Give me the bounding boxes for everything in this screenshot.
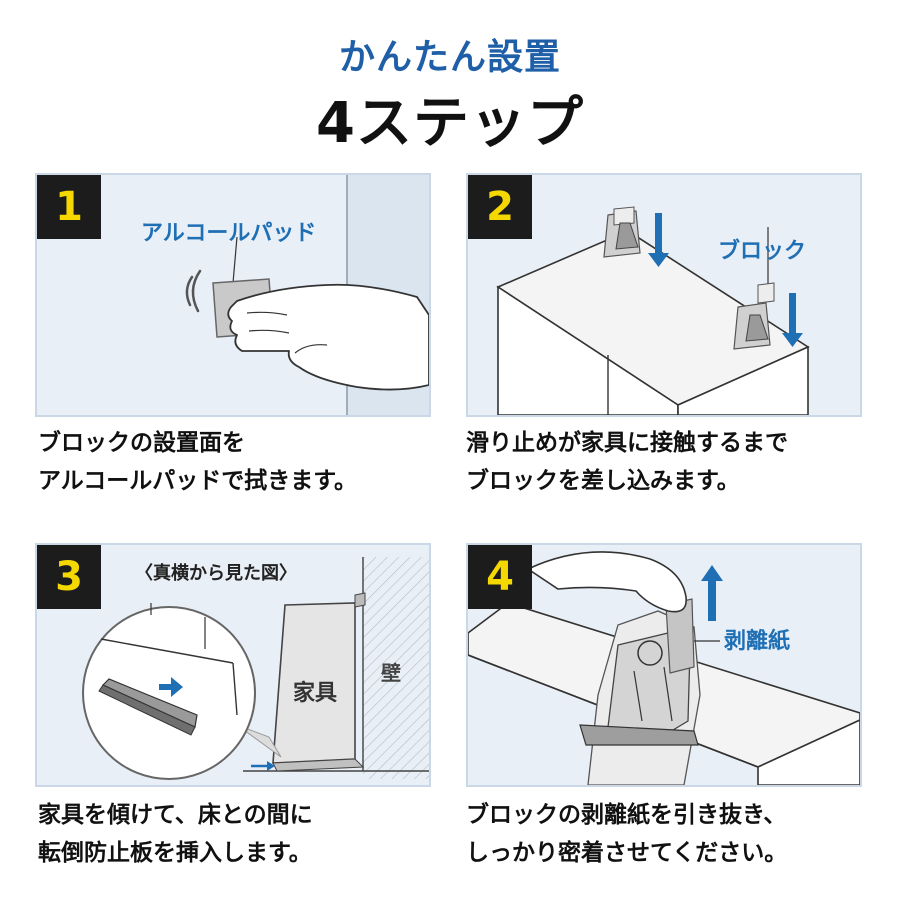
- alcohol-pad-label: アルコールパッド: [141, 221, 317, 246]
- step-1-number: 1: [37, 175, 101, 239]
- step-3-caption-line-1: 家具を傾けて、床との間に: [38, 802, 313, 828]
- step-4-illustration: [468, 551, 860, 785]
- block-label: ブロック: [718, 239, 807, 264]
- step-1-caption-line-2: アルコールパッドで拭きます。: [38, 468, 358, 494]
- step-2-number: 2: [468, 175, 532, 239]
- step-2-caption: 滑り止めが家具に接触するまで ブロックを差し込みます。: [466, 424, 788, 500]
- step-2-illustration: [496, 206, 810, 415]
- step-4-panel: 4 剥離紙: [466, 543, 862, 787]
- step-2-caption-line-2: ブロックを差し込みます。: [466, 468, 740, 494]
- step-3-caption-line-2: 転倒防止板を挿入します。: [38, 840, 312, 866]
- step-1-panel: 1 アルコールパッド: [35, 173, 431, 417]
- wall-label: 壁: [381, 661, 401, 685]
- step-3-caption: 家具を傾けて、床との間に 転倒防止板を挿入します。: [38, 796, 313, 872]
- step-3-number: 3: [37, 545, 101, 609]
- step-4-caption: ブロックの剥離紙を引き抜き、 しっかり密着させてください。: [466, 796, 787, 872]
- step-3-panel: 3 〈真横から見た図〉 家具 壁: [35, 543, 431, 787]
- step-2-panel: 2 ブロック: [466, 173, 862, 417]
- step-2-caption-line-1: 滑り止めが家具に接触するまで: [466, 430, 788, 456]
- step-1-caption: ブロックの設置面を アルコールパッドで拭きます。: [38, 424, 357, 500]
- subtitle: かんたん設置: [338, 37, 561, 78]
- step-4-caption-line-1: ブロックの剥離紙を引き抜き、: [466, 802, 787, 828]
- step-3-illustration: [82, 557, 429, 780]
- page-title: 4ステップ: [316, 91, 584, 156]
- release-paper-label: 剥離紙: [724, 629, 791, 654]
- step-1-caption-line-1: ブロックの設置面を: [38, 430, 245, 456]
- step-4-number: 4: [468, 545, 532, 609]
- furniture-label: 家具: [293, 681, 338, 706]
- side-view-label: 〈真横から見た図〉: [135, 563, 297, 584]
- step-4-caption-line-2: しっかり密着させてください。: [466, 840, 788, 866]
- step-1-illustration: [185, 175, 429, 415]
